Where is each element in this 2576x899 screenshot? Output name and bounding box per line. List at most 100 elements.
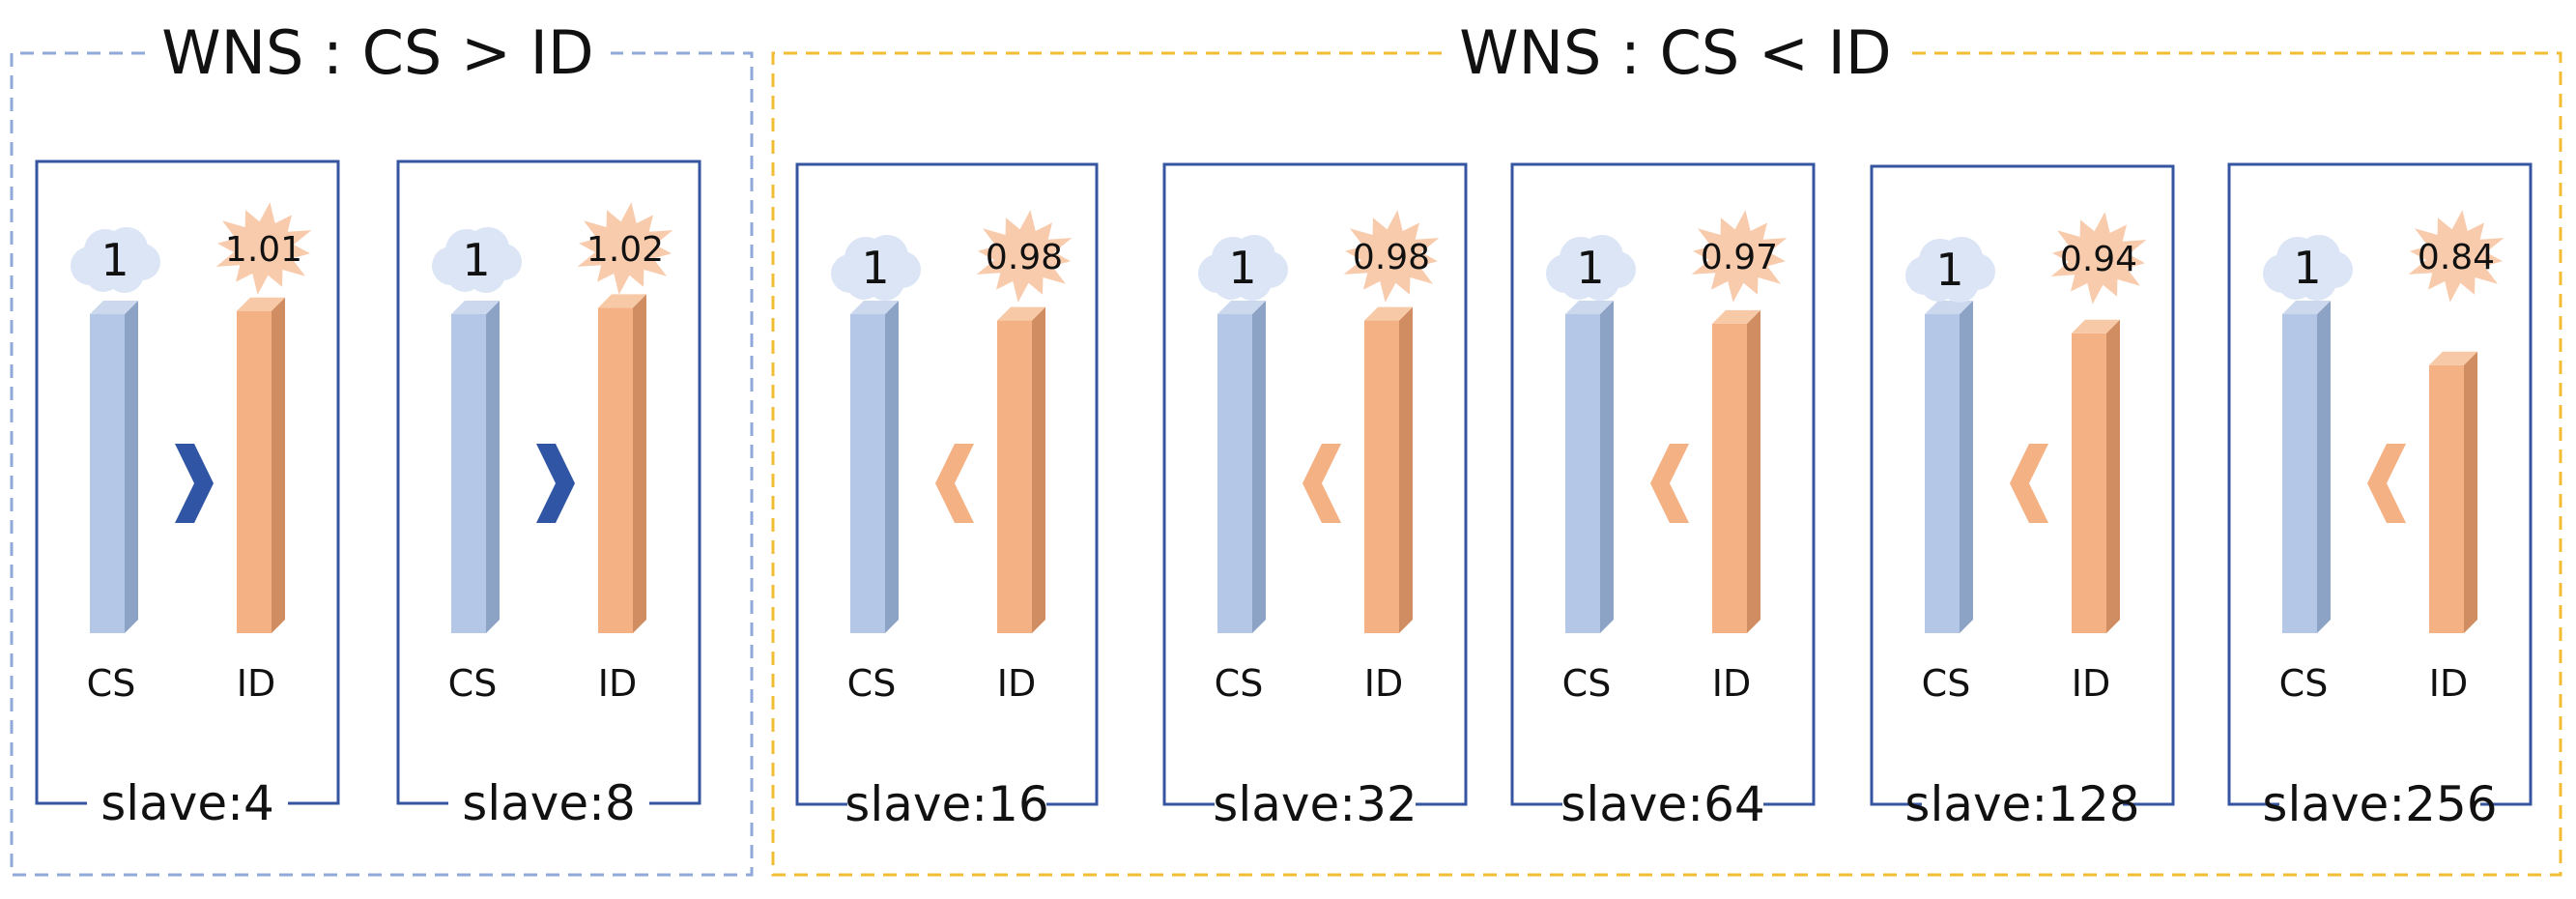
- id-value: 0.94: [2060, 240, 2137, 279]
- cs-value: 1: [1935, 244, 1963, 296]
- panel-border: [795, 162, 1099, 806]
- id-bar-side: [633, 294, 646, 633]
- cs-bar-side: [2317, 301, 2331, 633]
- chevron-left-icon: [1650, 444, 1689, 523]
- panel-label: slave:128: [1904, 776, 2139, 832]
- cs-value: 1: [1576, 242, 1604, 294]
- burst-icon: [1691, 210, 1788, 303]
- cs-bar: [1925, 301, 1973, 633]
- cs-bar-front: [2282, 314, 2317, 633]
- panel-label: slave:8: [462, 775, 636, 831]
- id-bar-top: [997, 306, 1045, 321]
- cs-bar-top: [1925, 301, 1973, 314]
- cs-bar-top: [90, 301, 138, 314]
- id-value: 0.98: [986, 238, 1063, 277]
- cs-label: CS: [87, 662, 136, 705]
- group-cs-less-title: WNS : CS < ID: [1459, 17, 1891, 88]
- id-bar: [598, 294, 646, 633]
- id-bar-side: [1032, 306, 1045, 633]
- cloud-icon: [432, 227, 522, 293]
- cs-bar: [1565, 301, 1614, 633]
- id-bar-top: [2072, 319, 2120, 334]
- chevron-left-icon: [2367, 444, 2406, 523]
- cs-bar-side: [1960, 301, 1973, 633]
- id-bar-side: [272, 297, 285, 633]
- panel-label: slave:16: [844, 776, 1048, 832]
- cs-bar-side: [1600, 301, 1614, 633]
- id-value: 0.97: [1701, 238, 1778, 277]
- cs-bar: [90, 301, 138, 633]
- panel-label: slave:64: [1560, 776, 1764, 832]
- id-bar-front: [997, 320, 1032, 633]
- group-cs-less: WNS : CS < ID: [771, 17, 2562, 877]
- id-bar-top: [237, 297, 285, 311]
- cs-value: 1: [100, 234, 129, 286]
- panel-border: [396, 160, 701, 805]
- id-bar-top: [2429, 351, 2477, 365]
- cs-bar-front: [1925, 314, 1960, 633]
- cloud-icon: [831, 235, 921, 301]
- id-label: ID: [1364, 662, 1403, 705]
- burst-icon: [2050, 212, 2147, 304]
- burst-icon: [2408, 210, 2504, 303]
- cs-bar-side: [885, 301, 899, 633]
- id-bar-side: [1747, 309, 1760, 633]
- cs-bar: [451, 301, 500, 633]
- cs-bar-top: [2282, 301, 2331, 314]
- panel-border: [1870, 164, 2175, 806]
- cs-value: 1: [861, 242, 889, 294]
- id-label: ID: [2072, 662, 2110, 705]
- cs-bar-front: [1565, 314, 1600, 633]
- chevron-right-icon: [536, 444, 575, 523]
- cs-bar-top: [850, 301, 899, 314]
- id-label: ID: [598, 662, 637, 705]
- id-bar-front: [237, 310, 272, 633]
- cs-bar-front: [451, 314, 486, 633]
- id-value: 0.98: [1353, 238, 1430, 277]
- cs-bar-side: [1252, 301, 1266, 633]
- id-value: 1.02: [587, 230, 664, 270]
- id-bar-side: [1399, 306, 1413, 633]
- cs-label: CS: [847, 662, 897, 705]
- id-bar: [1364, 306, 1413, 633]
- id-label: ID: [237, 662, 275, 705]
- burst-icon: [577, 202, 673, 295]
- id-bar: [1712, 309, 1760, 633]
- panel-label: slave:32: [1213, 776, 1417, 832]
- id-bar: [237, 297, 285, 633]
- id-label: ID: [2429, 662, 2468, 705]
- id-bar-front: [2429, 364, 2464, 633]
- burst-icon: [976, 210, 1073, 303]
- id-bar-front: [1712, 323, 1747, 633]
- cs-label: CS: [1562, 662, 1612, 705]
- panel-border: [2227, 162, 2533, 806]
- cs-value: 1: [1228, 242, 1256, 294]
- id-label: ID: [997, 662, 1036, 705]
- id-bar-side: [2464, 351, 2477, 633]
- id-bar-front: [1364, 320, 1399, 633]
- cs-bar-front: [850, 314, 885, 633]
- cs-bar-front: [1217, 314, 1252, 633]
- chevron-left-icon: [935, 444, 974, 523]
- cs-bar-top: [451, 301, 500, 314]
- id-bar-front: [598, 307, 633, 633]
- cs-bar: [1217, 301, 1266, 633]
- cs-bar-front: [90, 314, 125, 633]
- id-bar: [2072, 319, 2120, 633]
- panel-label: slave:256: [2262, 776, 2497, 832]
- cs-label: CS: [1215, 662, 1264, 705]
- id-bar-front: [2072, 333, 2106, 633]
- cs-label: CS: [2279, 662, 2329, 705]
- cs-bar-side: [125, 301, 138, 633]
- cs-value: 1: [2293, 242, 2321, 294]
- chevron-left-icon: [2010, 444, 2048, 523]
